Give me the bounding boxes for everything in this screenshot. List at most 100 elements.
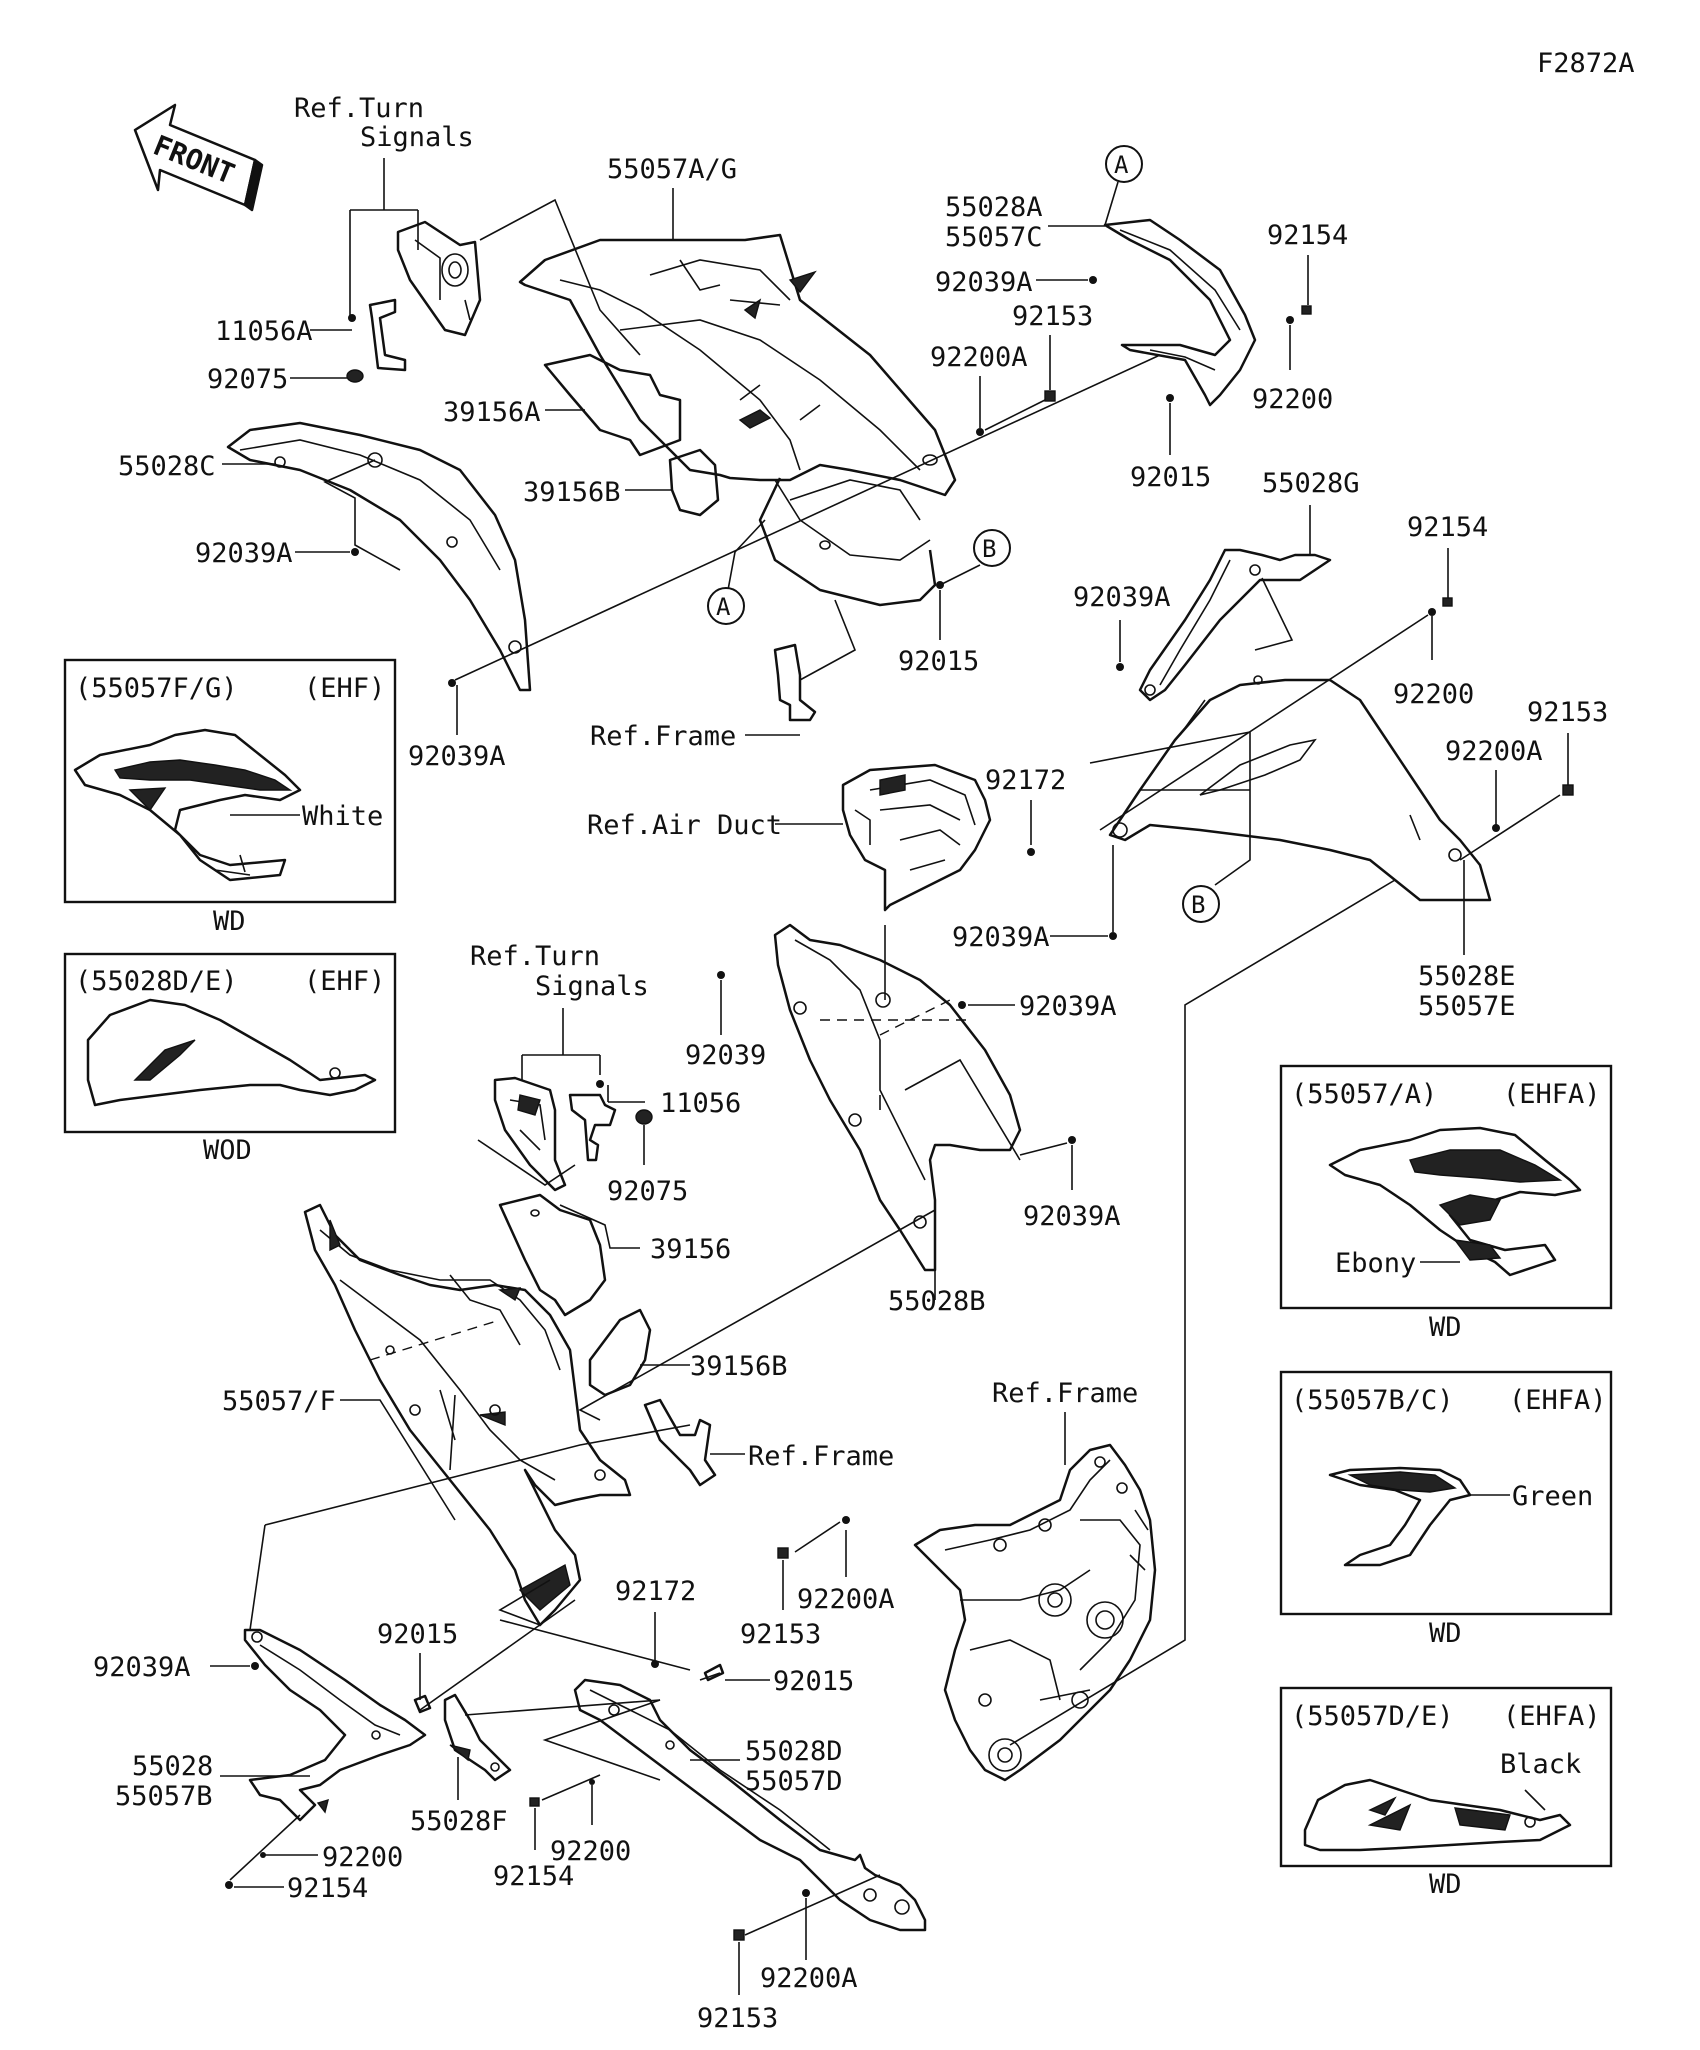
callout-55057AG: 55057A/G [607, 154, 737, 185]
callout-92039A-duct: 92039A [952, 922, 1050, 953]
callout-92075-lower: 92075 [607, 1176, 688, 1207]
callout-55057B: 55057B [115, 1781, 213, 1812]
variant-55057DE-note: Black [1500, 1749, 1581, 1780]
ref-turn-signals-upper-line1: Ref.Turn [294, 93, 424, 124]
callout-11056: 11056 [660, 1088, 741, 1119]
callout-55028G: 55028G [1262, 468, 1360, 499]
variant-box-55028DE: (55028D/E) (EHF) WOD [63, 952, 397, 1166]
callout-92154-low-left: 92154 [287, 1873, 368, 1904]
callout-92200A-low: 92200A [797, 1584, 895, 1615]
side-panel-55028 [243, 1628, 427, 1822]
panel-39156B-lower [588, 1308, 652, 1397]
upper-cowl-55057AG [518, 233, 957, 607]
variant-55057A-part: (55057/A) [1291, 1079, 1437, 1110]
callout-92039: 92039 [685, 1040, 766, 1071]
variant-55057A-code: (EHFA) [1503, 1079, 1601, 1110]
variant-55057BC-caption: WD [1429, 1618, 1462, 1649]
turn-signal-bracket-lower [493, 1076, 567, 1192]
panel-39156 [498, 1193, 607, 1317]
callout-92015-low-left: 92015 [377, 1619, 458, 1650]
variant-55057BC-code: (EHFA) [1509, 1385, 1607, 1416]
callout-92200-low-mid: 92200 [550, 1836, 631, 1867]
callout-39156: 39156 [650, 1234, 731, 1265]
variant-55057BC-part: (55057B/C) [1291, 1385, 1454, 1416]
panel-39156A [543, 353, 682, 457]
callout-11056A: 11056A [215, 316, 313, 347]
callout-55028D: 55028D [745, 1736, 843, 1767]
variant-55057DE-caption: WD [1429, 1869, 1462, 1900]
bracket-11056A [368, 298, 407, 372]
ref-frame-middle: Ref.Frame [748, 1441, 894, 1472]
callout-55028C: 55028C [118, 451, 216, 482]
ref-turn-signals-lower-line1: Ref.Turn [470, 941, 600, 972]
callout-92153-bottom: 92153 [697, 2003, 778, 2034]
variant-55057A-caption: WD [1429, 1312, 1462, 1343]
callout-39156B-lower: 39156B [690, 1351, 788, 1382]
circle-marker-B-upper: B [973, 529, 1011, 567]
variant-box-55057BC: (55057B/C) (EHFA) Green WD [1279, 1370, 1613, 1649]
callout-92200-right: 92200 [1393, 679, 1474, 710]
callout-92039A-center: 92039A [1019, 991, 1117, 1022]
callout-92154-right: 92154 [1407, 512, 1488, 543]
callout-55028A: 55028A [945, 192, 1043, 223]
variant-box-55057DE: (55057D/E) (EHFA) Black WD [1279, 1686, 1613, 1900]
small-panel-55028F [443, 1693, 512, 1782]
callout-92039A-low: 92039A [93, 1652, 191, 1683]
side-panel-55028D [573, 1678, 927, 1932]
callout-92075-upper: 92075 [207, 364, 288, 395]
panel-39156B-upper [668, 448, 720, 517]
ref-frame-lower: Ref.Frame [992, 1378, 1138, 1409]
callout-92039A-bottom-left: 92039A [408, 741, 506, 772]
main-frame [913, 1443, 1157, 1782]
ref-air-duct: Ref.Air Duct [587, 810, 782, 841]
callout-92039A-center-low: 92039A [1023, 1201, 1121, 1232]
callout-39156A: 39156A [443, 397, 541, 428]
callout-55028: 55028 [132, 1751, 213, 1782]
callout-92153-low: 92153 [740, 1619, 821, 1650]
side-panel-55028B [773, 923, 1022, 1272]
callout-55057C: 55057C [945, 222, 1043, 253]
variant-box-55057FG: (55057F/G) (EHF) White WD [63, 658, 397, 937]
variant-55057FG-caption: WD [213, 906, 246, 937]
callout-92200-top: 92200 [1252, 384, 1333, 415]
side-panel-55028E [1108, 675, 1492, 902]
callout-55028E: 55028E [1418, 961, 1516, 992]
lower-cowl-55057F [303, 1203, 632, 1627]
bracket-11056 [568, 1093, 617, 1162]
callout-92200A-right: 92200A [1445, 736, 1543, 767]
variant-55057DE-code: (EHFA) [1503, 1701, 1601, 1732]
callout-92039A-right: 92039A [1073, 582, 1171, 613]
variant-55028DE-part: (55028D/E) [75, 966, 238, 997]
callout-92015-mid: 92015 [898, 646, 979, 677]
callout-92153-right: 92153 [1527, 697, 1608, 728]
ref-turn-signals-lower-line2: Signals [535, 971, 649, 1002]
callout-55057D: 55057D [745, 1766, 843, 1797]
callout-92154-top: 92154 [1267, 220, 1348, 251]
svg-text:B: B [1191, 891, 1205, 919]
air-duct [841, 763, 992, 912]
callout-55057F: 55057/F [222, 1386, 336, 1417]
callout-92015-low-right: 92015 [773, 1666, 854, 1697]
callout-55028F: 55028F [410, 1806, 508, 1837]
circle-marker-A-lower: A [707, 587, 745, 625]
side-panel-55028C [226, 421, 532, 692]
turn-signal-bracket-upper [396, 220, 482, 337]
variant-55057A-note: Ebony [1335, 1248, 1416, 1279]
variant-55057BC-note: Green [1512, 1481, 1593, 1512]
variant-55028DE-caption: WOD [203, 1135, 252, 1166]
side-panel-55028A [1103, 218, 1257, 407]
callout-92200-low-left: 92200 [322, 1842, 403, 1873]
callout-92172-low: 92172 [615, 1576, 696, 1607]
variant-box-55057A: (55057/A) (EHFA) Ebony WD [1279, 1064, 1613, 1343]
variant-55057FG-note: White [302, 801, 383, 832]
circle-marker-B-lower: B [1182, 885, 1220, 923]
circle-marker-A-upper: A [1105, 145, 1143, 183]
variant-55057DE-part: (55057D/E) [1291, 1701, 1454, 1732]
callout-92154-low-mid: 92154 [493, 1861, 574, 1892]
front-arrow-icon: FRONT [133, 103, 264, 212]
variant-55028DE-code: (EHF) [304, 966, 385, 997]
figure-code: F2872A [1537, 48, 1635, 79]
callout-92200A-bottom: 92200A [760, 1963, 858, 1994]
callout-92015-top: 92015 [1130, 462, 1211, 493]
